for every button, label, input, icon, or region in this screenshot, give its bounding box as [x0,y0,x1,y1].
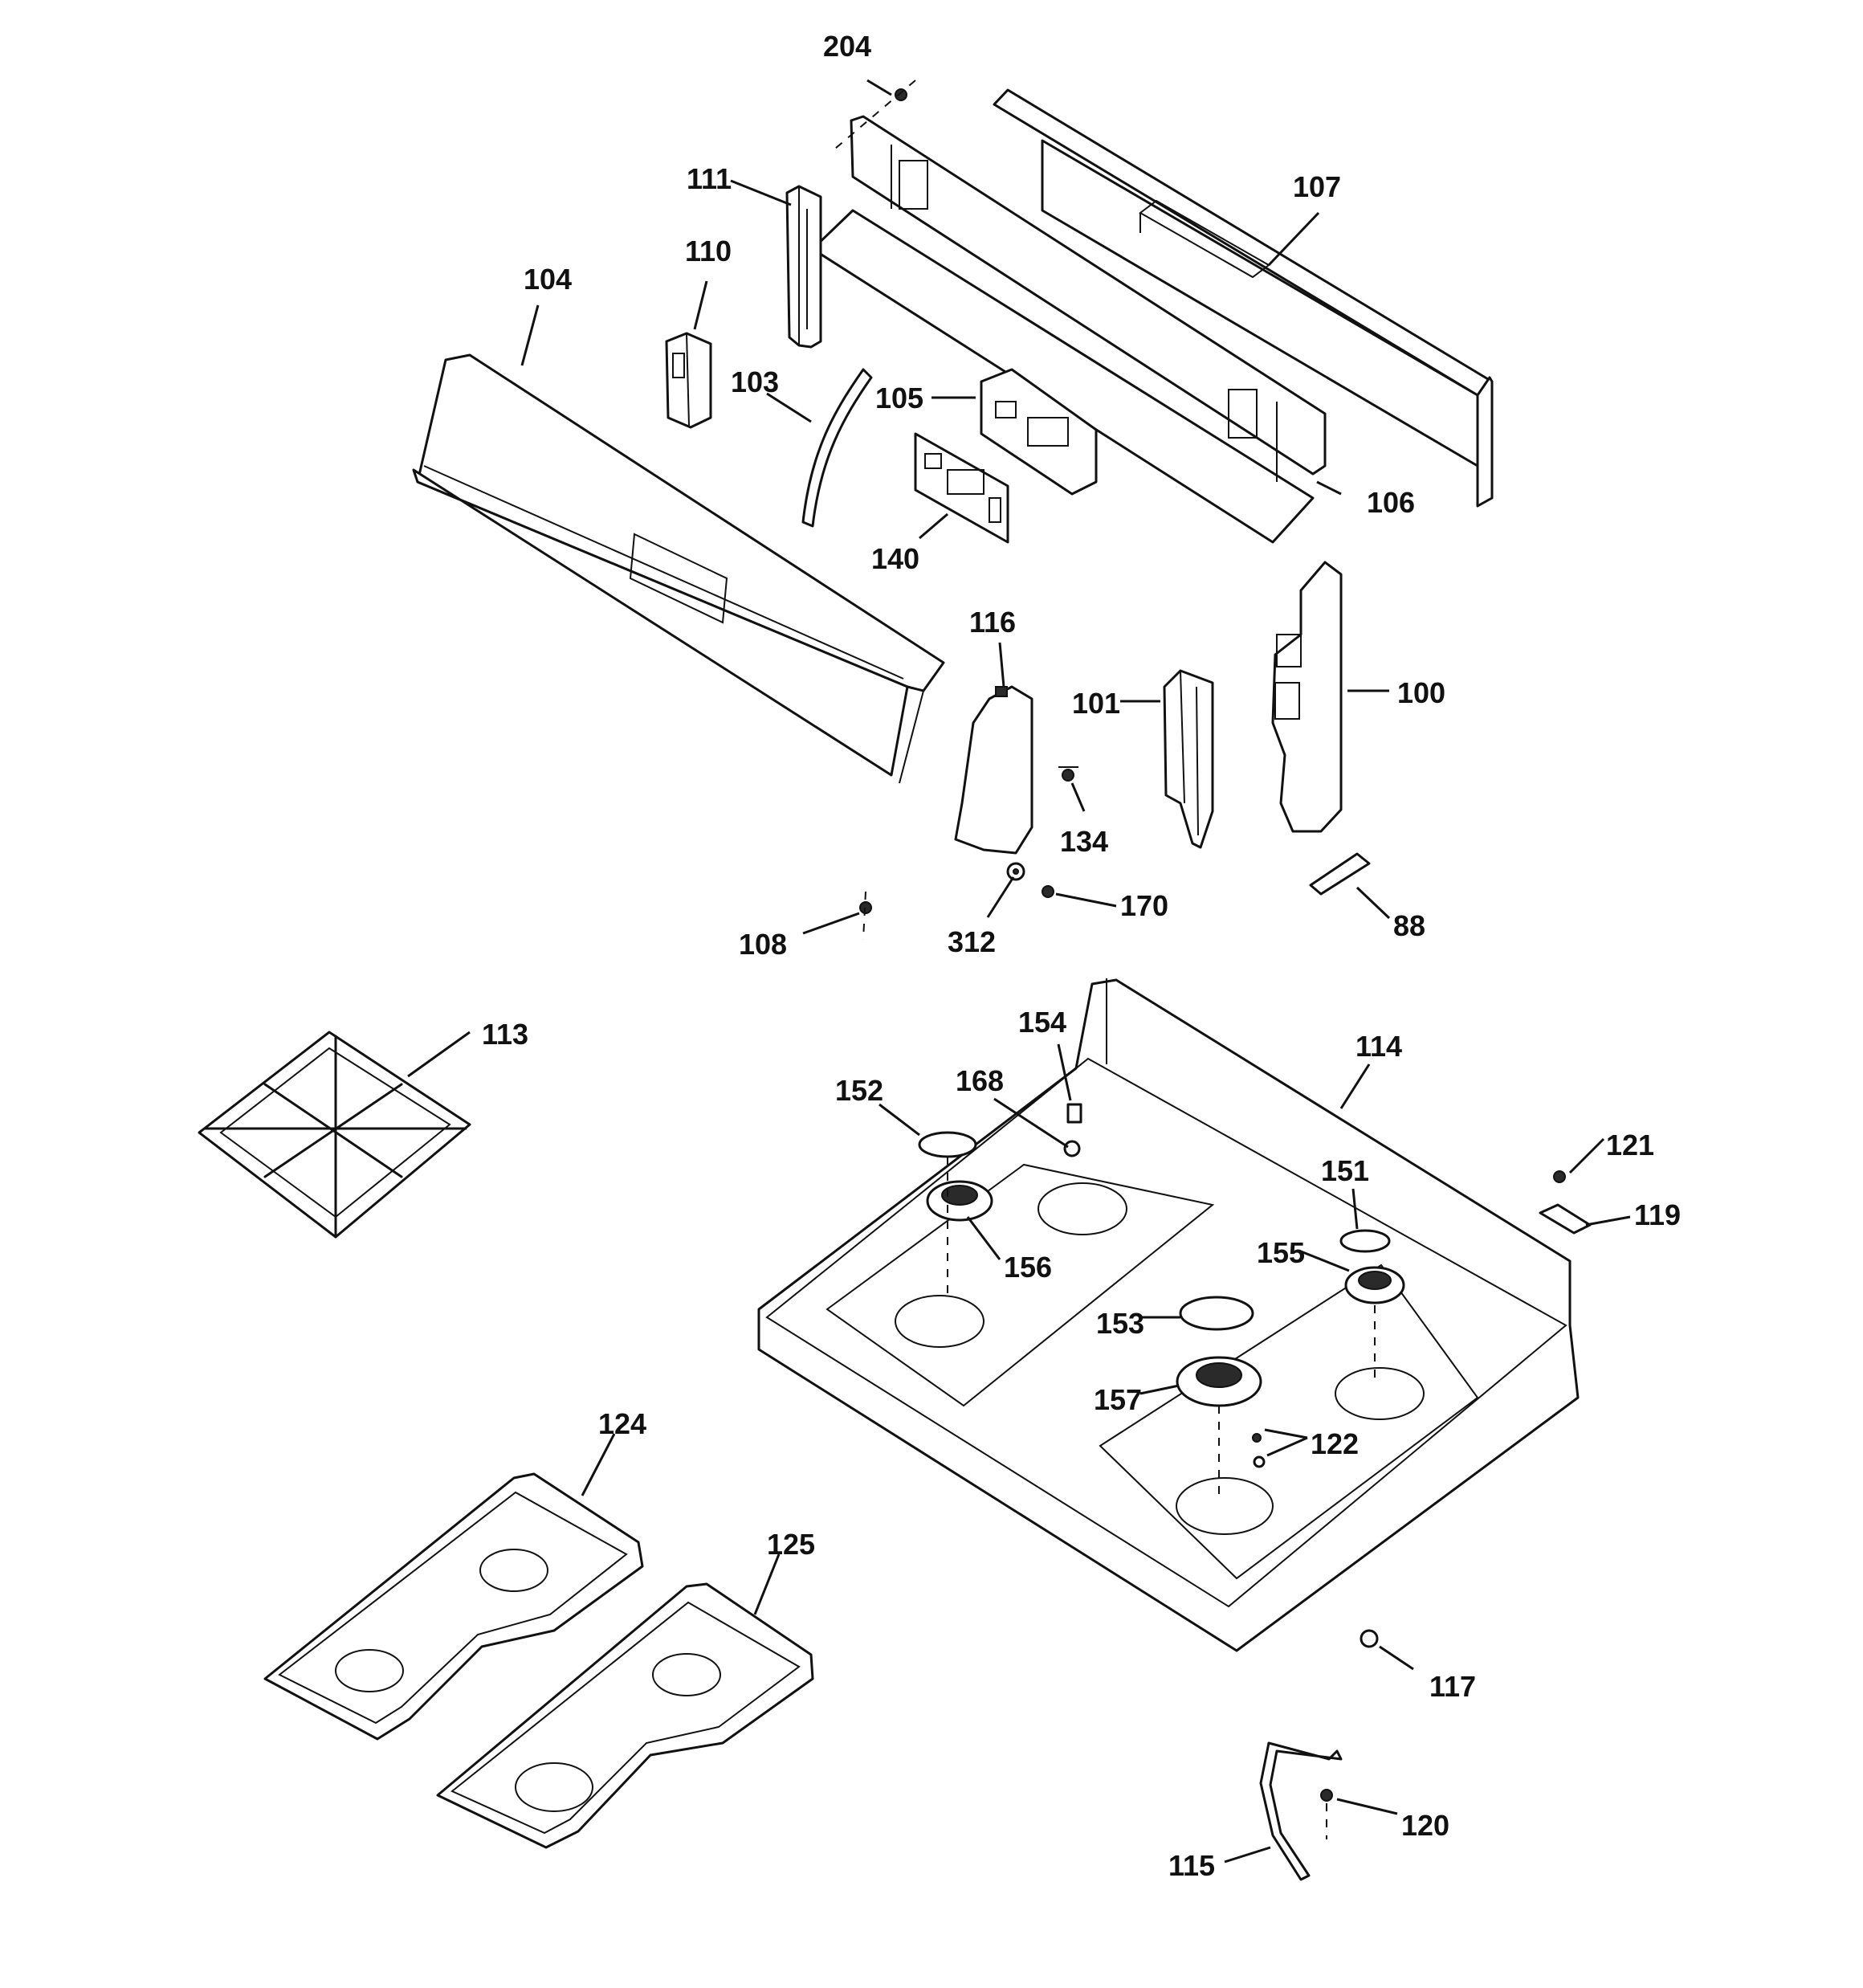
part-153-burner-cap [1179,1296,1254,1331]
part-134-screw [1058,766,1078,782]
callout-labels: 204 111 107 110 104 103 105 106 140 116 … [482,30,1681,1882]
callout-107: 107 [1293,170,1341,203]
callout-170: 170 [1120,889,1168,922]
callout-108: 108 [739,928,787,961]
callout-113: 113 [482,1018,528,1051]
part-100-side-panel [1271,561,1343,833]
part-111-bracket [785,185,822,349]
part-156-burner-head [926,1157,993,1301]
part-312-washer [1006,862,1025,881]
part-117-nut [1360,1629,1379,1648]
callout-120: 120 [1401,1809,1449,1842]
callout-121: 121 [1606,1129,1654,1161]
part-88-strip [1309,852,1371,896]
callout-152: 152 [835,1074,883,1107]
part-106-control-backplate [811,115,1327,544]
part-113-burner-grate [198,1031,471,1239]
leader-lines [407,79,1631,1863]
part-115-support-rod [1259,1741,1343,1881]
part-152-burner-cap [918,1131,977,1158]
callout-106: 106 [1367,486,1415,519]
callout-88: 88 [1393,909,1425,942]
callout-153: 153 [1096,1307,1144,1340]
callout-105: 105 [875,382,923,414]
callout-140: 140 [871,542,919,575]
part-120-screw [1320,1789,1333,1839]
callout-103: 103 [731,365,779,398]
part-119-hinge [1539,1203,1592,1235]
part-103-wire-harness [801,368,873,528]
part-155-burner-head [1344,1266,1405,1382]
callout-104: 104 [524,263,572,296]
part-121-screw [1553,1170,1566,1183]
callout-154: 154 [1018,1006,1066,1039]
part-108-screw [859,891,872,941]
callout-157: 157 [1094,1383,1142,1416]
part-125-drip-pan [436,1582,814,1849]
callout-124: 124 [598,1407,646,1440]
part-170-screw [1042,885,1054,898]
callout-151: 151 [1321,1154,1369,1187]
callout-125: 125 [767,1528,815,1561]
callout-114: 114 [1355,1030,1402,1063]
callout-312: 312 [948,925,996,958]
callout-116: 116 [969,606,1016,639]
part-154-orifice [1066,1103,1082,1124]
callout-110: 110 [685,235,732,267]
part-140-overlay [914,432,1009,544]
callout-115: 115 [1168,1849,1215,1882]
part-124-drip-pan [263,1472,644,1741]
part-107-rear-cover [993,88,1494,508]
part-110-switch [665,332,712,429]
part-104-control-panel [412,353,945,784]
callout-117: 117 [1429,1670,1476,1703]
callout-134: 134 [1060,825,1108,858]
part-168-screw [1063,1140,1081,1157]
callout-111: 111 [687,162,732,195]
part-105-electronic-control [980,368,1098,496]
part-151-burner-cap [1339,1229,1391,1253]
part-204-screw [834,80,916,149]
callout-156: 156 [1004,1251,1052,1284]
callout-204: 204 [823,30,871,63]
part-101-bracket [1163,669,1214,849]
callout-122: 122 [1311,1427,1359,1460]
part-116-end-cap [954,685,1033,855]
callout-168: 168 [956,1064,1004,1097]
part-122-screw [1252,1433,1266,1468]
callout-101: 101 [1072,687,1120,720]
callout-155: 155 [1257,1236,1305,1269]
callout-100: 100 [1397,676,1445,709]
part-114-cooktop [757,978,1580,1652]
part-157-burner-head [1176,1356,1262,1494]
callout-119: 119 [1634,1198,1681,1231]
